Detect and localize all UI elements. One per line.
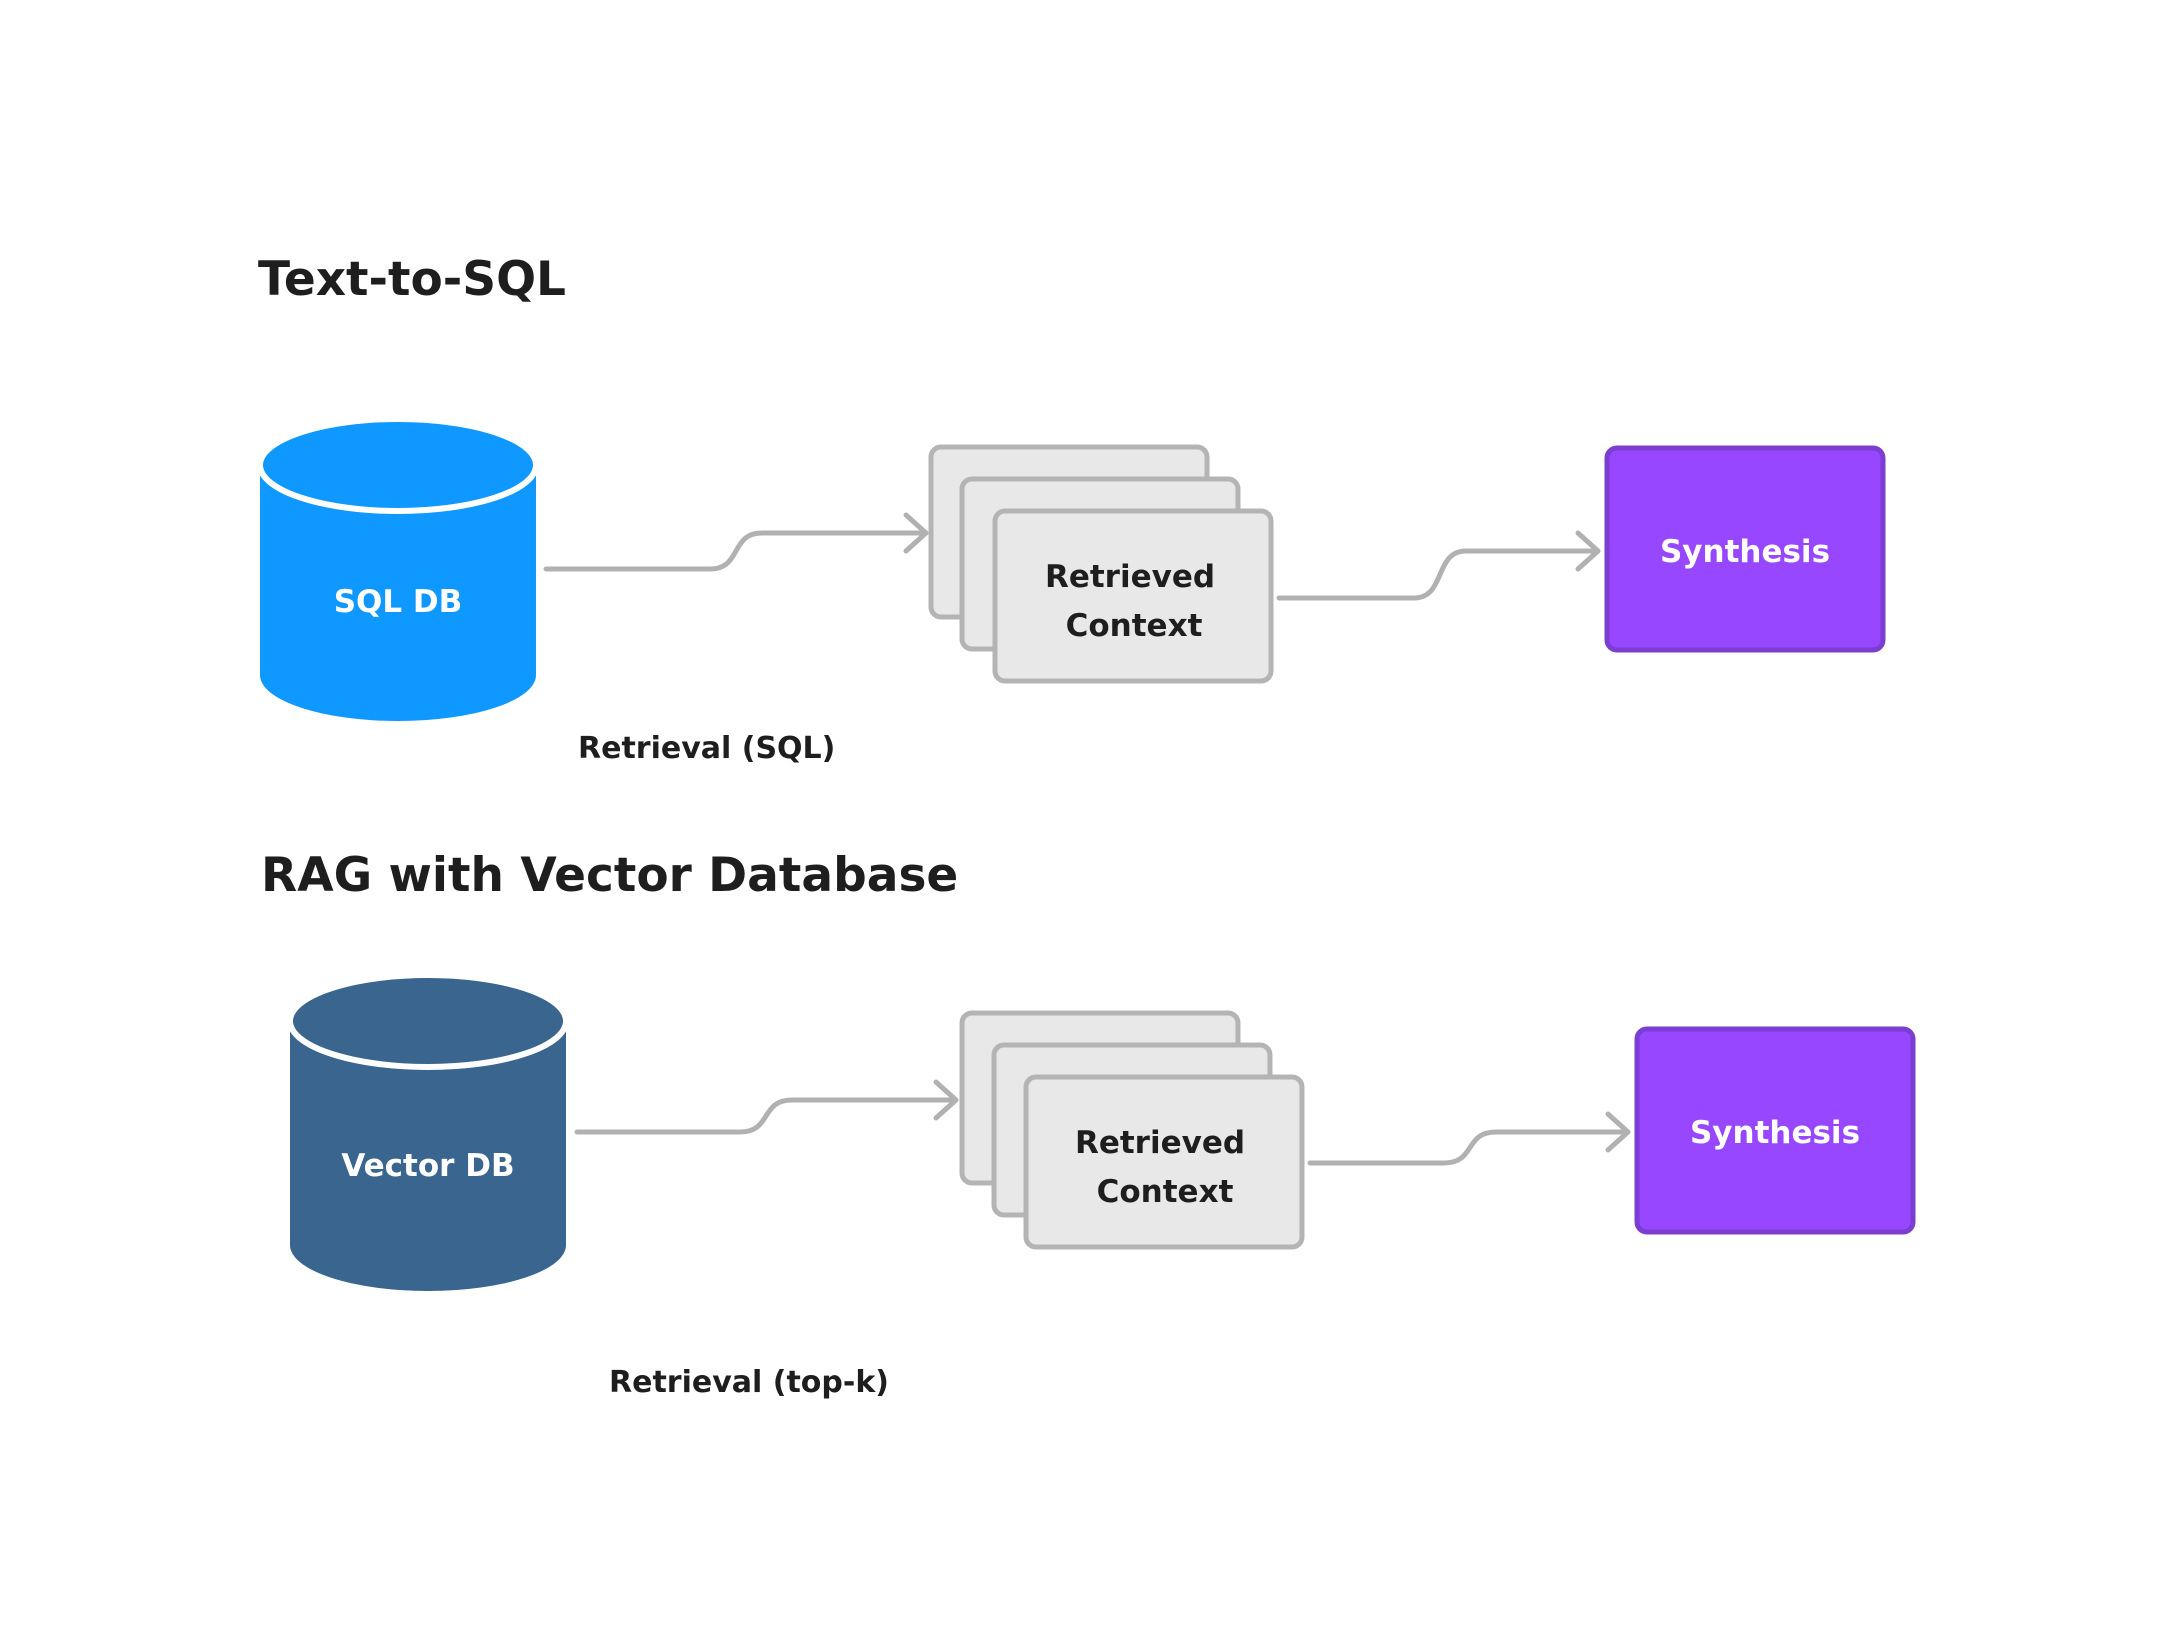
- arrowhead-icon: [1605, 1111, 1631, 1153]
- section-text-to-sql: Text-to-SQL SQL DB Retrieval (SQL) Retri…: [257, 252, 1886, 766]
- retrieval-connector: [574, 1079, 959, 1135]
- retrieval-label: Retrieval (SQL): [578, 731, 835, 766]
- sql-db-cylinder: SQL DB: [257, 416, 539, 721]
- cylinder-body: [260, 465, 536, 721]
- vector-db-cylinder: Vector DB: [287, 972, 569, 1291]
- cylinder-top: [257, 416, 539, 514]
- context-label-line2: Context: [1066, 608, 1203, 644]
- context-card-front: [1023, 1074, 1305, 1250]
- retrieved-context-stack: Retrieved Context: [928, 444, 1274, 684]
- section-title: Text-to-SQL: [258, 252, 566, 307]
- context-label-line2: Context: [1097, 1174, 1234, 1210]
- connector-line: [574, 1097, 957, 1135]
- arrowhead-icon: [1575, 530, 1601, 572]
- synthesis-node: Synthesis: [1604, 445, 1886, 653]
- database-label: Vector DB: [341, 1148, 514, 1184]
- database-label: SQL DB: [334, 584, 463, 620]
- connector-line: [1276, 548, 1599, 601]
- synthesis-label: Synthesis: [1690, 1115, 1860, 1151]
- synthesis-label: Synthesis: [1660, 534, 1830, 570]
- connector-line: [1307, 1129, 1629, 1166]
- retrieval-connector: [543, 512, 929, 572]
- synthesis-node: Synthesis: [1634, 1026, 1916, 1235]
- cylinder-top: [287, 972, 569, 1070]
- cylinder-body: [290, 1021, 566, 1291]
- synthesis-box: [1604, 445, 1886, 653]
- retrieved-context-stack: Retrieved Context: [959, 1010, 1305, 1250]
- arrowhead-icon: [903, 512, 929, 554]
- context-label-line1: Retrieved: [1045, 559, 1215, 595]
- section-title: RAG with Vector Database: [261, 848, 958, 903]
- context-card-front: [992, 508, 1274, 684]
- synthesis-connector: [1307, 1111, 1631, 1166]
- synthesis-connector: [1276, 530, 1601, 601]
- connector-line: [543, 530, 927, 572]
- section-rag-vector-db: RAG with Vector Database Vector DB Retri…: [261, 848, 1916, 1400]
- retrieval-label: Retrieval (top-k): [609, 1365, 889, 1400]
- context-label-line1: Retrieved: [1075, 1125, 1245, 1161]
- synthesis-box: [1634, 1026, 1916, 1235]
- arrowhead-icon: [933, 1079, 959, 1121]
